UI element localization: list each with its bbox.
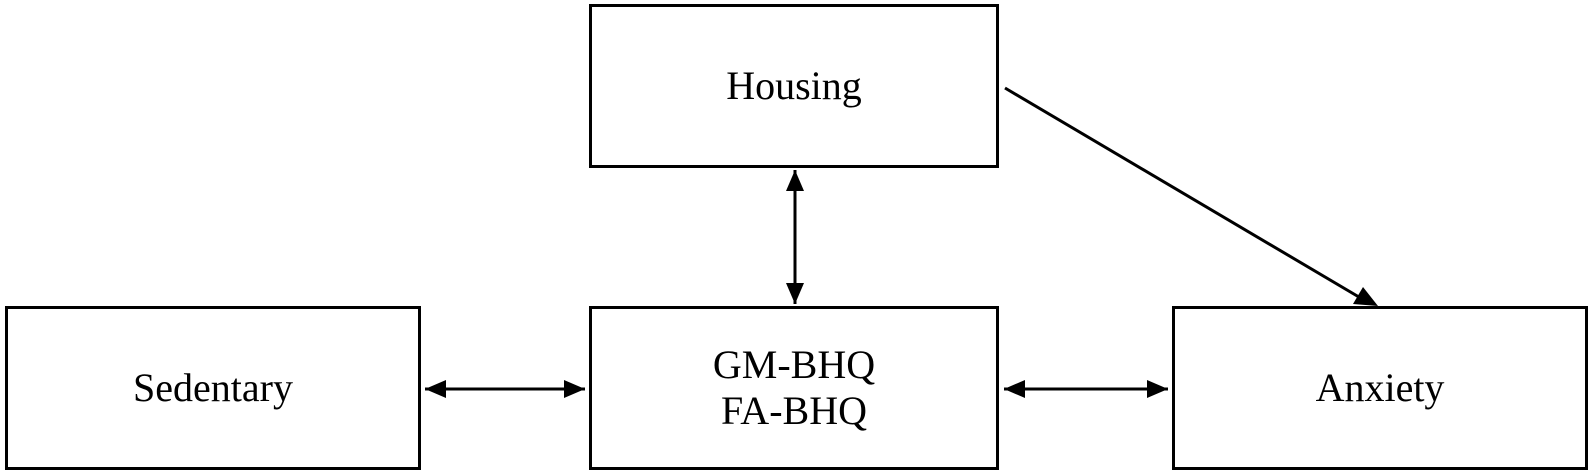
node-bhq-line2: FA-BHQ (721, 388, 867, 433)
arrowhead-bhq-top-end (786, 283, 804, 304)
node-housing-label: Housing (726, 63, 862, 108)
node-sedentary-label: Sedentary (133, 365, 293, 410)
node-bhq-line1: GM-BHQ (712, 342, 876, 387)
node-bhq: GM-BHQ FA-BHQ (589, 306, 999, 470)
node-anxiety: Anxiety (1172, 306, 1588, 470)
node-housing: Housing (589, 4, 999, 168)
edge-housing-anxiety (1004, 86, 1365, 302)
arrowhead-sedentary-end (425, 380, 446, 398)
arrowhead-anxiety-top-end (1353, 287, 1378, 306)
arrowhead-housing-end (786, 170, 804, 191)
node-sedentary: Sedentary (5, 306, 421, 470)
arrowhead-bhq-left-end (564, 380, 585, 398)
arrowhead-bhq-right-end (1004, 380, 1025, 398)
arrowhead-anxiety-left-end (1147, 380, 1168, 398)
node-anxiety-label: Anxiety (1315, 365, 1445, 410)
